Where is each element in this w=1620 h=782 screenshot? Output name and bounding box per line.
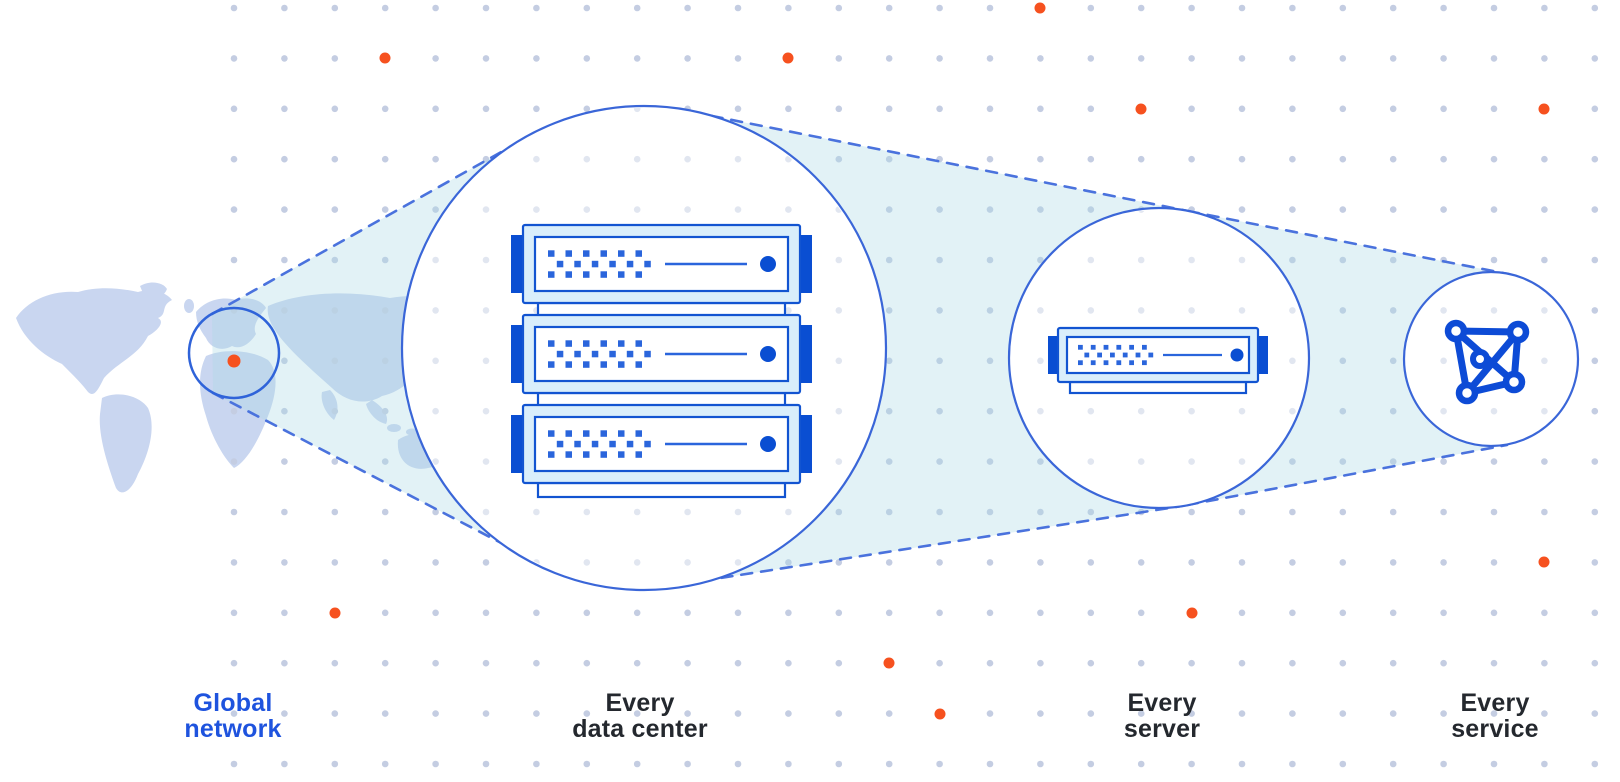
rack-power-led xyxy=(760,256,776,272)
global-network-circle xyxy=(187,306,281,400)
rack-faceplate xyxy=(533,235,790,293)
rack-ear-left xyxy=(511,325,523,383)
label-line: service xyxy=(1451,715,1539,743)
mesh-network-icon xyxy=(1444,319,1530,405)
accent-orange-dot xyxy=(329,607,341,619)
accent-orange-dot xyxy=(1034,2,1046,14)
rack-ear-left xyxy=(1048,336,1058,374)
accent-orange-dot xyxy=(379,52,391,64)
rack-vent-matrix xyxy=(548,340,651,368)
label-line: network xyxy=(184,715,282,743)
label-line: Global xyxy=(193,689,273,717)
server-rack xyxy=(1048,326,1268,395)
server-rack xyxy=(511,223,812,305)
rack-ear-right xyxy=(1258,336,1268,374)
rack-vent-matrix xyxy=(548,430,651,458)
rack-ear-left xyxy=(511,415,523,473)
rack-power-led xyxy=(760,346,776,362)
label-line: server xyxy=(1123,715,1201,743)
accent-orange-dot xyxy=(782,52,794,64)
accent-orange-dot xyxy=(1135,103,1147,115)
label-global-network: Global network xyxy=(113,690,353,742)
island-indonesia-1 xyxy=(387,424,401,432)
rack-ear-right xyxy=(800,325,812,383)
continent-south-america xyxy=(99,394,152,493)
island-indonesia-2 xyxy=(406,428,418,436)
accent-orange-dot xyxy=(934,708,946,720)
rack-ear-right xyxy=(800,235,812,293)
rack-ear-left xyxy=(511,235,523,293)
continent-africa xyxy=(200,351,276,468)
region-se-asia xyxy=(366,400,388,424)
accent-orange-dot xyxy=(1538,556,1550,568)
server-rack xyxy=(511,403,812,485)
accent-dots xyxy=(227,2,1550,720)
label-line: Every xyxy=(605,689,675,717)
rack-vent-matrix xyxy=(1078,344,1154,366)
rack-vent-matrix xyxy=(548,250,651,278)
rack-power-led xyxy=(1230,348,1244,362)
server-rack xyxy=(511,313,812,395)
rack-ear-right xyxy=(800,415,812,473)
rack-foot xyxy=(1068,380,1248,395)
continent-greenland xyxy=(140,282,167,299)
label-line: Every xyxy=(1127,689,1197,717)
accent-orange-dot xyxy=(1186,607,1198,619)
rack-faceplate xyxy=(533,325,790,383)
island-uk xyxy=(184,299,194,313)
accent-orange-dot xyxy=(227,354,241,368)
label-every-data-center: Every data center xyxy=(520,690,760,742)
label-every-server: Every server xyxy=(1042,690,1282,742)
accent-orange-dot xyxy=(883,657,895,669)
rack-faceplate xyxy=(533,415,790,473)
label-every-service: Every service xyxy=(1375,690,1615,742)
rack-tray xyxy=(536,481,787,499)
rack-power-led xyxy=(760,436,776,452)
accent-orange-dot xyxy=(1538,103,1550,115)
continent-north-america xyxy=(16,288,172,395)
label-line: data center xyxy=(572,715,708,743)
zoom-beam-dashed-edges xyxy=(210,110,1510,586)
label-line: Every xyxy=(1460,689,1530,717)
